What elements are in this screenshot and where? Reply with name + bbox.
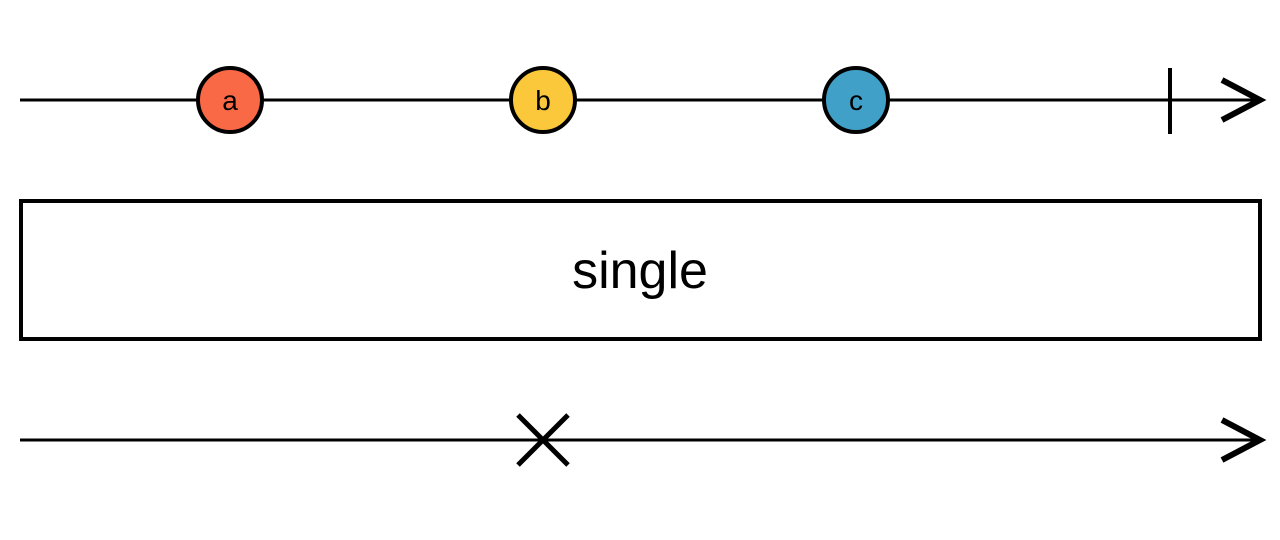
marble-b: b: [509, 66, 577, 134]
source-arrowhead-icon: [1220, 77, 1267, 123]
marble-c: c: [822, 66, 890, 134]
marble-b-label: b: [535, 85, 551, 116]
error-x-stroke-2: [516, 413, 570, 467]
output-error-x-icon: [516, 413, 570, 467]
marble-a: a: [196, 66, 264, 134]
marble-c-label: c: [849, 85, 863, 116]
operator-box: single: [19, 199, 1262, 341]
source-stream: a b c: [20, 66, 1267, 134]
operator-box-rect: [19, 199, 1262, 341]
marble-a-circle: [196, 66, 264, 134]
output-arrowhead-icon: [1220, 417, 1267, 463]
marble-c-circle: [822, 66, 890, 134]
output-stream: [20, 413, 1267, 467]
operator-label: single: [572, 242, 708, 300]
marble-a-label: a: [222, 85, 238, 116]
marble-b-circle: [509, 66, 577, 134]
